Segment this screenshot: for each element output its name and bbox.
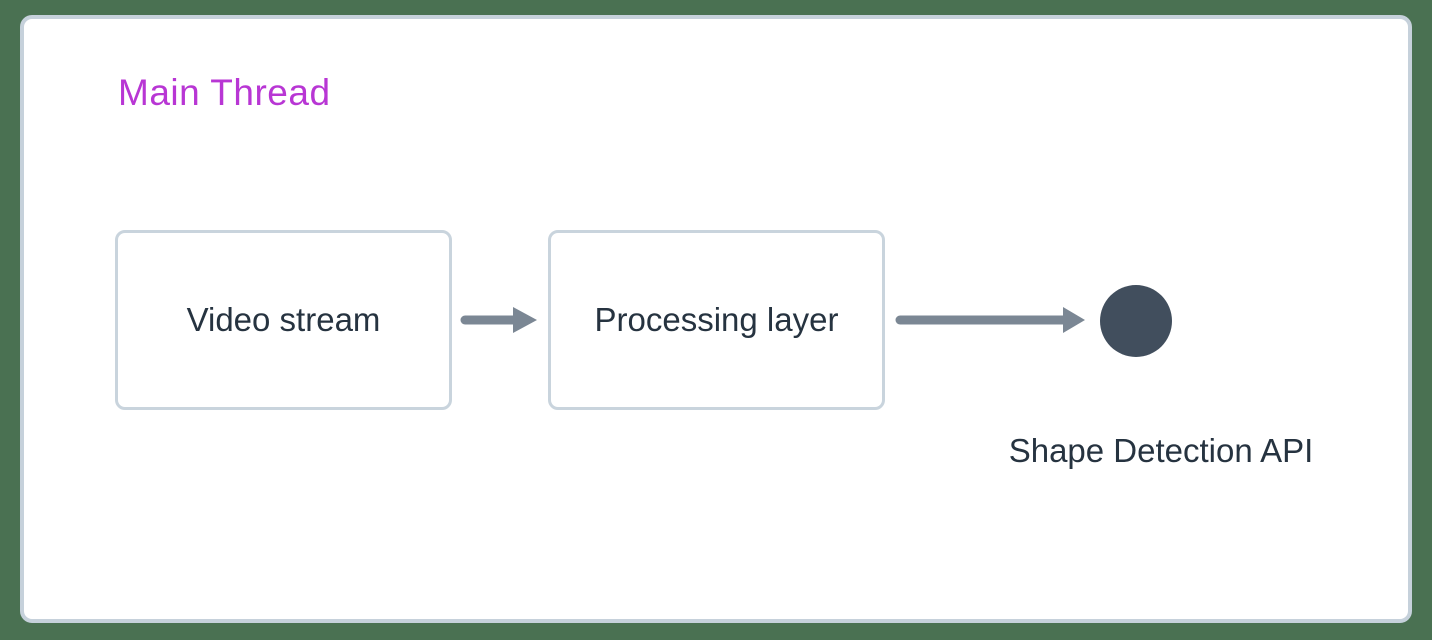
node-processing-layer: Processing layer bbox=[548, 230, 885, 410]
node-video-stream-label: Video stream bbox=[186, 301, 381, 338]
arrow-right-icon bbox=[460, 307, 537, 333]
node-processing-layer-label: Processing layer bbox=[594, 301, 839, 338]
main-thread-label: Main Thread bbox=[118, 72, 331, 113]
shape-detection-circle-icon bbox=[1100, 285, 1172, 357]
main-thread-panel: Main Thread Video stream Processing laye… bbox=[20, 15, 1412, 623]
arrow-right-icon bbox=[895, 307, 1085, 333]
node-video-stream: Video stream bbox=[115, 230, 452, 410]
shape-detection-api-label: Shape Detection API bbox=[1008, 432, 1314, 469]
